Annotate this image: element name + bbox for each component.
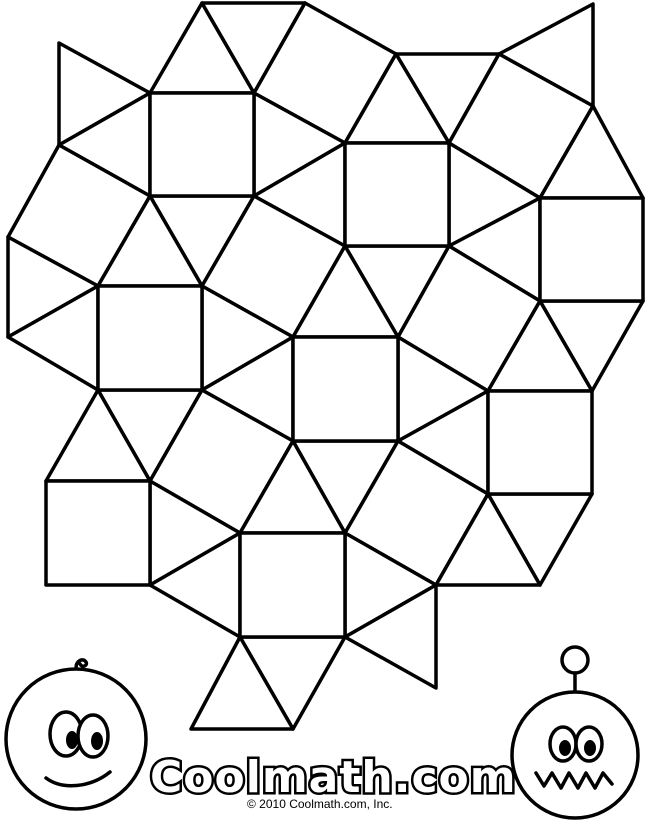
square-tile [44,479,152,587]
smiley-face-icon [4,658,148,811]
square-tile [96,284,204,392]
square-tile [238,531,347,639]
square-tile [486,389,594,496]
copyright-text: © 2010 Coolmath.com, Inc. [247,797,393,811]
robot-face-icon [510,645,640,820]
triangle-tile [343,583,438,690]
square-tile [148,91,256,198]
triangle-tile [189,635,295,731]
square-tile [291,335,400,443]
logo-text: Coolmath.com [150,752,517,803]
square-tile [343,141,451,248]
square-tile [538,196,645,303]
tessellation-tiles [6,1,645,731]
triangle-tile [434,492,542,587]
